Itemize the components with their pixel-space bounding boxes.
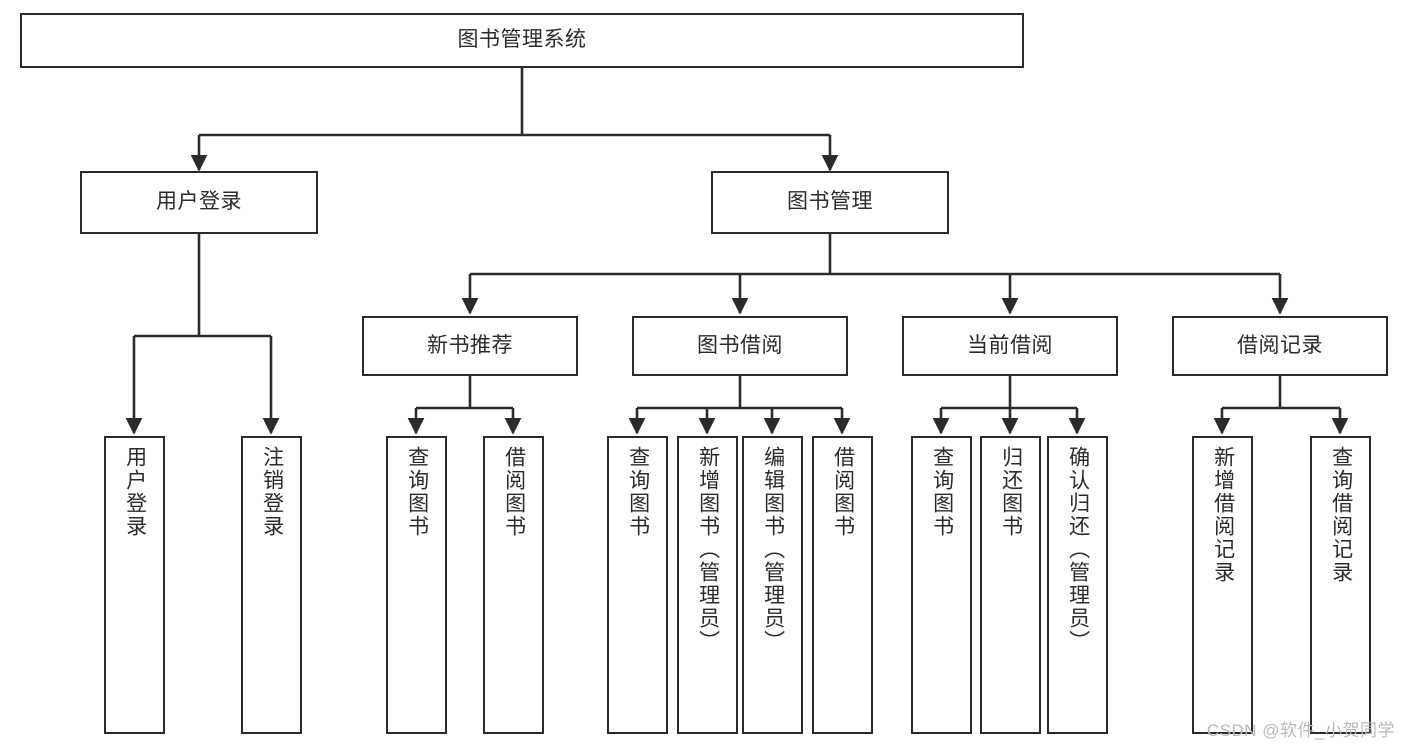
node-user-login[interactable]: 用户登录 xyxy=(80,171,318,234)
leaf-user-login-1-label: 用户登录 xyxy=(123,446,147,538)
node-book-manage-label: 图书管理 xyxy=(787,190,873,214)
leaf-book-borrow-4[interactable]: 借阅图书 xyxy=(812,436,873,734)
leaf-book-borrow-3[interactable]: 编辑图书（管理员） xyxy=(742,436,803,734)
node-book-manage[interactable]: 图书管理 xyxy=(711,171,949,234)
node-new-book-label: 新书推荐 xyxy=(427,333,513,357)
leaf-new-book-1-label: 查询图书 xyxy=(405,446,429,538)
leaf-new-book-2-label: 借阅图书 xyxy=(502,446,526,538)
leaf-book-borrow-1-label: 查询图书 xyxy=(626,446,650,538)
leaf-current-borrow-2-label: 归还图书 xyxy=(999,446,1023,538)
leaf-user-login-2[interactable]: 注销登录 xyxy=(241,436,302,734)
leaf-current-borrow-1[interactable]: 查询图书 xyxy=(911,436,972,734)
leaf-user-login-2-label: 注销登录 xyxy=(260,446,284,538)
node-borrow-record[interactable]: 借阅记录 xyxy=(1172,316,1388,376)
node-current-borrow-label: 当前借阅 xyxy=(967,333,1053,357)
leaf-book-borrow-3-label: 编辑图书（管理员） xyxy=(761,446,785,653)
node-root[interactable]: 图书管理系统 xyxy=(20,13,1024,68)
node-root-label: 图书管理系统 xyxy=(457,28,587,52)
leaf-new-book-1[interactable]: 查询图书 xyxy=(386,436,447,734)
leaf-book-borrow-2-label: 新增图书（管理员） xyxy=(696,446,720,653)
leaf-borrow-record-1-label: 新增借阅记录 xyxy=(1211,446,1235,584)
leaf-current-borrow-1-label: 查询图书 xyxy=(930,446,954,538)
leaf-current-borrow-3[interactable]: 确认归还（管理员） xyxy=(1047,436,1108,734)
leaf-current-borrow-2[interactable]: 归还图书 xyxy=(980,436,1041,734)
node-borrow-record-label: 借阅记录 xyxy=(1237,333,1323,357)
leaf-book-borrow-4-label: 借阅图书 xyxy=(831,446,855,538)
leaf-book-borrow-1[interactable]: 查询图书 xyxy=(607,436,668,734)
node-book-borrow-label: 图书借阅 xyxy=(697,333,783,357)
node-current-borrow[interactable]: 当前借阅 xyxy=(902,316,1118,376)
leaf-borrow-record-1[interactable]: 新增借阅记录 xyxy=(1192,436,1253,734)
leaf-user-login-1[interactable]: 用户登录 xyxy=(104,436,165,734)
leaf-borrow-record-2-label: 查询借阅记录 xyxy=(1329,446,1353,584)
node-book-borrow[interactable]: 图书借阅 xyxy=(632,316,848,376)
leaf-current-borrow-3-label: 确认归还（管理员） xyxy=(1066,446,1090,653)
leaf-book-borrow-2[interactable]: 新增图书（管理员） xyxy=(677,436,738,734)
node-user-login-label: 用户登录 xyxy=(156,190,242,214)
node-new-book[interactable]: 新书推荐 xyxy=(362,316,578,376)
leaf-borrow-record-2[interactable]: 查询借阅记录 xyxy=(1310,436,1371,734)
leaf-new-book-2[interactable]: 借阅图书 xyxy=(483,436,544,734)
